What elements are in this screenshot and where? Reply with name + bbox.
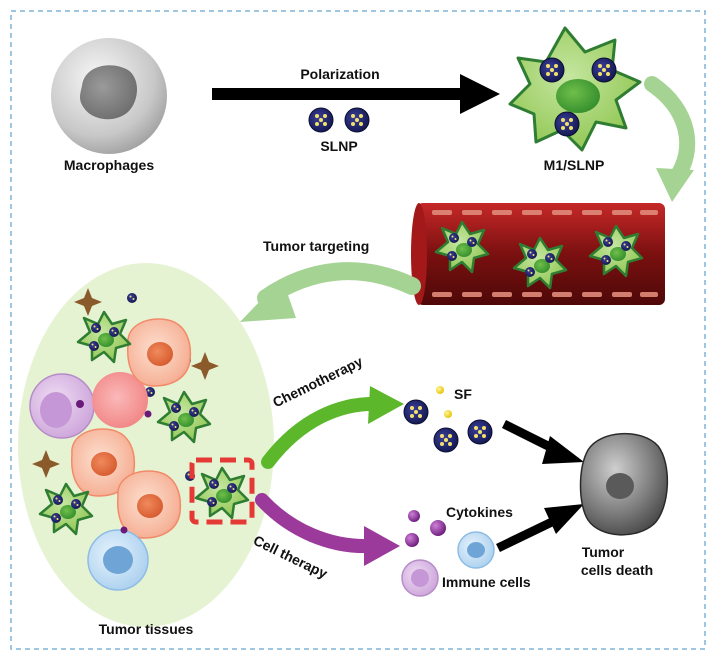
tumor-targeting-arrow bbox=[240, 262, 421, 322]
m1-slnp-macrophage bbox=[508, 26, 642, 152]
cell-therapy-arrow bbox=[255, 493, 400, 566]
arrows-to-tumor-death bbox=[496, 419, 584, 553]
polarization-arrow bbox=[212, 74, 500, 114]
sf-particles bbox=[403, 386, 493, 453]
cytokines-immune-cells bbox=[401, 510, 495, 597]
slnp-nanoparticle-2 bbox=[344, 107, 370, 133]
label-cells-death: cells death bbox=[580, 562, 654, 578]
blood-vessel bbox=[411, 203, 665, 305]
label-m1-slnp: M1/SLNP bbox=[543, 157, 605, 173]
highlight-box bbox=[189, 457, 255, 525]
label-tumor-tissues: Tumor tissues bbox=[98, 621, 194, 637]
curved-arrow-to-vessel bbox=[644, 76, 696, 202]
label-tumor-targeting: Tumor targeting bbox=[263, 238, 370, 254]
dead-tumor-cell bbox=[579, 433, 668, 536]
label-immune-cells: Immune cells bbox=[442, 574, 531, 590]
chemotherapy-arrow bbox=[261, 386, 404, 469]
label-macrophages: Macrophages bbox=[63, 157, 155, 173]
macrophage-cell bbox=[51, 38, 167, 154]
label-sf: SF bbox=[454, 386, 472, 402]
tumor-tissue-region bbox=[18, 263, 274, 627]
label-cytokines: Cytokines bbox=[446, 504, 513, 520]
tumor-tissue-contents bbox=[29, 288, 255, 591]
label-tumor: Tumor bbox=[581, 544, 625, 560]
slnp-nanoparticle-1 bbox=[308, 107, 334, 133]
label-slnp: SLNP bbox=[320, 138, 358, 154]
label-polarization: Polarization bbox=[300, 66, 380, 82]
dashed-frame bbox=[10, 10, 706, 650]
